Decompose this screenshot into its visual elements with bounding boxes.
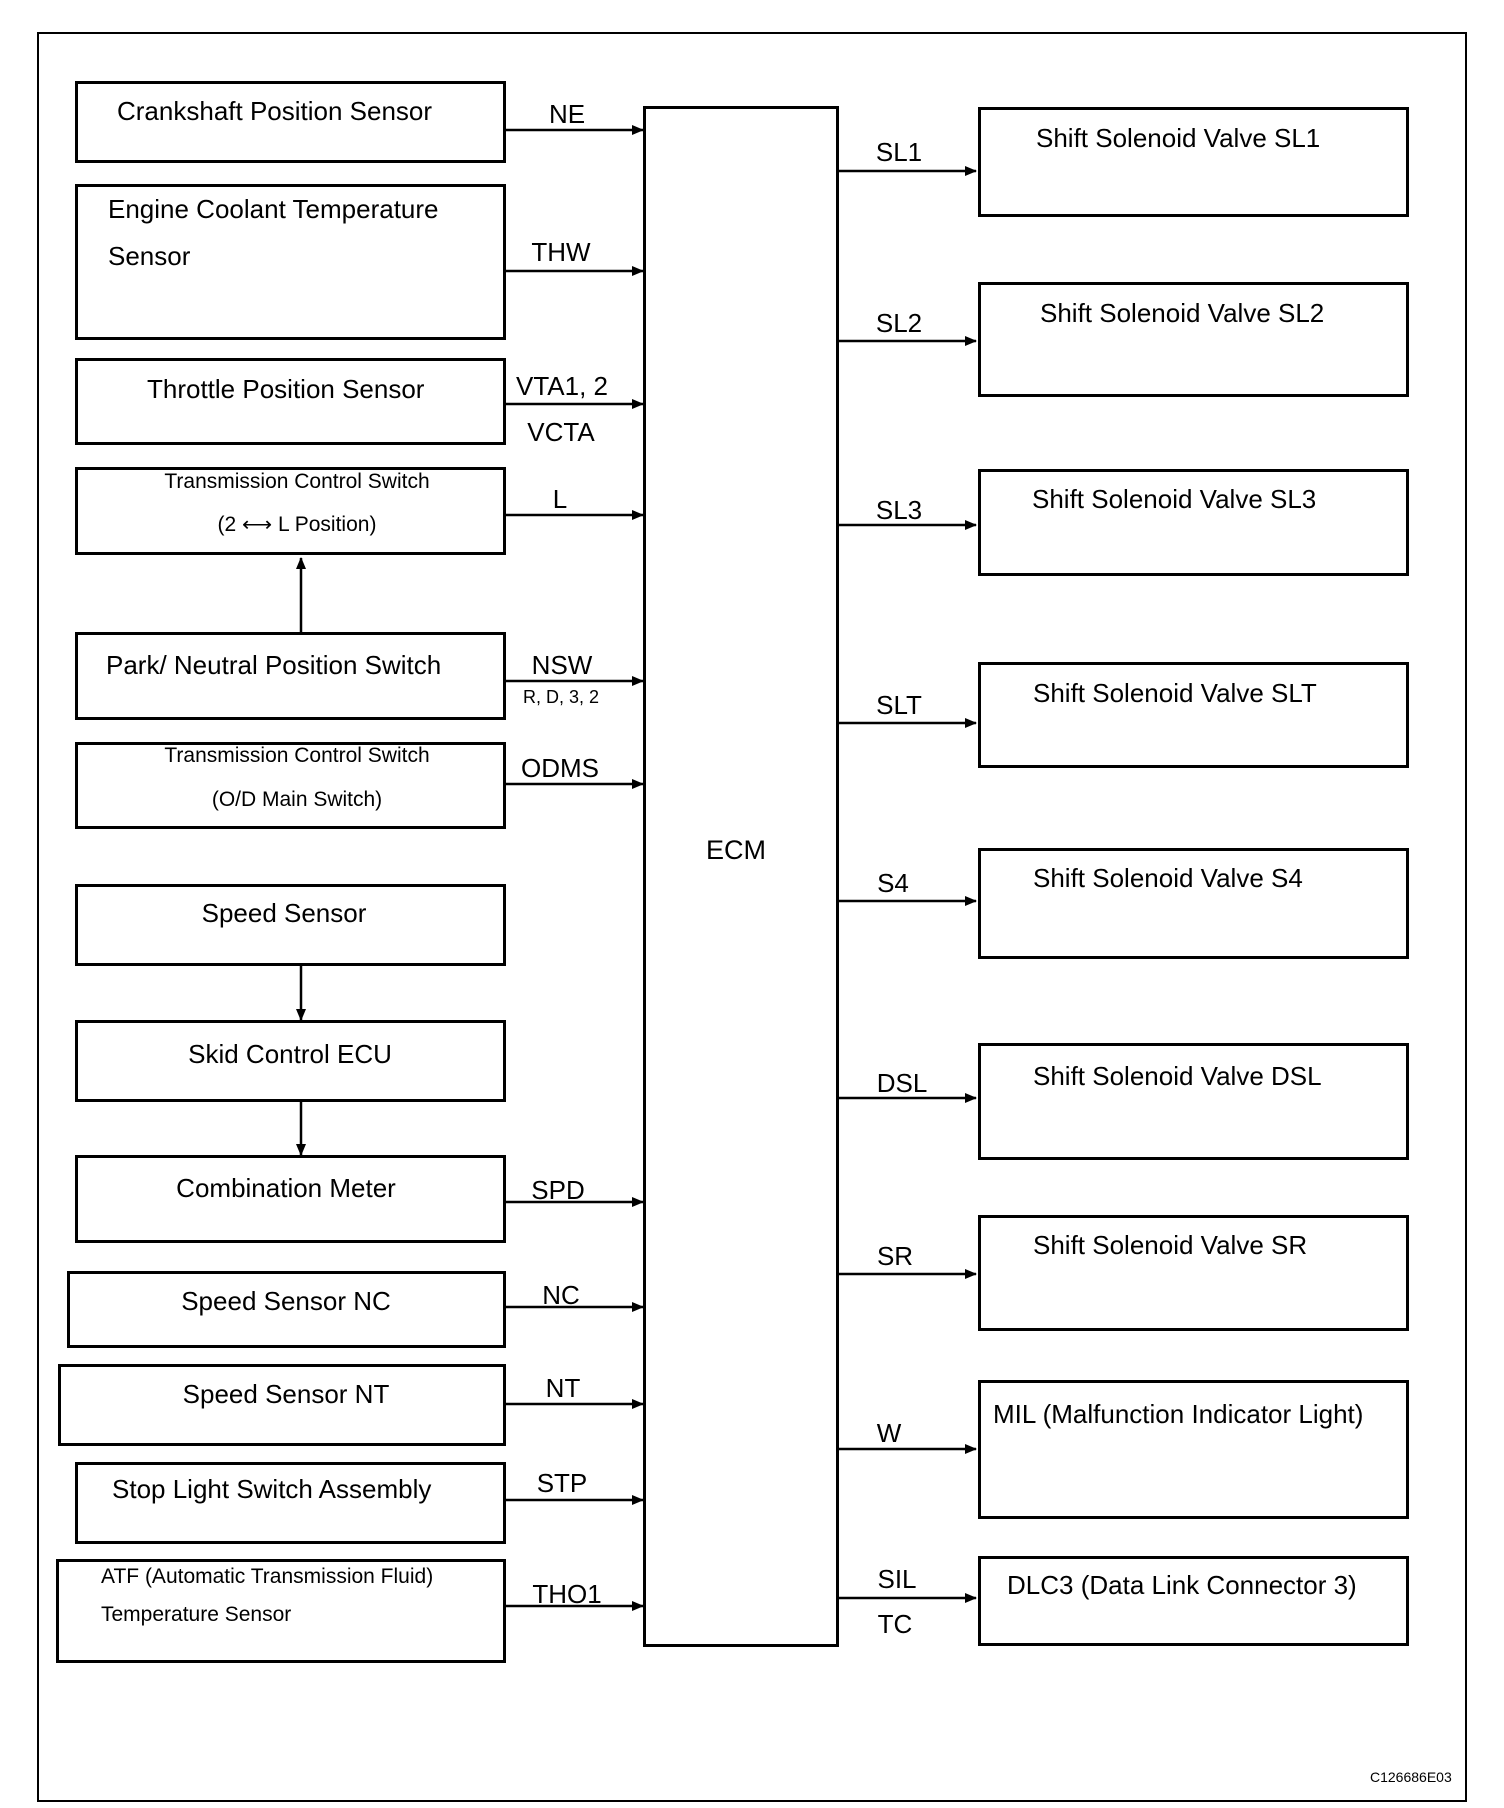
atf-temperature-sensor-box bbox=[56, 1559, 506, 1663]
signal-nsw: NSW bbox=[531, 650, 593, 680]
shift-solenoid-valve-sl1-label: Shift Solenoid Valve SL1 bbox=[1036, 123, 1321, 153]
mil-label: MIL (Malfunction Indicator Light) bbox=[993, 1399, 1364, 1429]
stop-light-switch-assembly-label: Stop Light Switch Assembly bbox=[112, 1474, 432, 1504]
transmission-control-switch-od-label-2: (O/D Main Switch) bbox=[211, 788, 383, 811]
signal-dsl: DSL bbox=[876, 1068, 928, 1098]
skid-control-ecu-label: Skid Control ECU bbox=[188, 1039, 392, 1069]
signal-slt: SLT bbox=[876, 690, 922, 720]
signal-sr: SR bbox=[876, 1241, 914, 1271]
shift-solenoid-valve-sr-label: Shift Solenoid Valve SR bbox=[1033, 1230, 1308, 1260]
park-neutral-position-switch-label: Park/ Neutral Position Switch bbox=[106, 650, 442, 680]
park-neutral-position-switch-box bbox=[75, 632, 506, 720]
shift-solenoid-valve-dsl-box bbox=[978, 1043, 1409, 1160]
transmission-control-switch-l-label-2: (2 ⟷ L Position) bbox=[217, 513, 377, 536]
shift-solenoid-valve-s4-box bbox=[978, 848, 1409, 959]
transmission-control-switch-l-label-1: Transmission Control Switch bbox=[164, 470, 430, 493]
signal-nt: NT bbox=[545, 1373, 581, 1403]
signal-tho1: THO1 bbox=[532, 1579, 602, 1609]
dlc3-label: DLC3 (Data Link Connector 3) bbox=[1007, 1570, 1357, 1600]
speed-sensor-nt-label: Speed Sensor NT bbox=[182, 1379, 390, 1409]
signal-spd: SPD bbox=[531, 1175, 585, 1205]
engine-coolant-temperature-sensor-box bbox=[75, 184, 506, 340]
transmission-control-switch-od-label-1: Transmission Control Switch bbox=[164, 744, 430, 767]
signal-nsw-positions: R, D, 3, 2 bbox=[522, 687, 600, 707]
atf-temperature-sensor-label-2: Temperature Sensor bbox=[101, 1603, 292, 1626]
shift-solenoid-valve-sl2-box bbox=[978, 282, 1409, 397]
speed-sensor-nc-box bbox=[67, 1271, 506, 1348]
signal-w: W bbox=[876, 1418, 902, 1448]
engine-coolant-temperature-sensor-label-2: Sensor bbox=[108, 241, 191, 271]
mil-box bbox=[978, 1380, 1409, 1519]
signal-sl2: SL2 bbox=[875, 308, 923, 338]
shift-solenoid-valve-sl3-box bbox=[978, 469, 1409, 576]
figure-code: C126686E03 bbox=[1370, 1769, 1452, 1785]
signal-tc: TC bbox=[877, 1609, 913, 1639]
shift-solenoid-valve-sl1-box bbox=[978, 107, 1409, 217]
speed-sensor-nt-box bbox=[58, 1364, 506, 1446]
ecm-box bbox=[643, 106, 839, 1647]
signal-stp: STP bbox=[536, 1468, 588, 1498]
signal-vcta: VCTA bbox=[527, 417, 595, 447]
atf-temperature-sensor-label-1: ATF (Automatic Transmission Fluid) bbox=[101, 1565, 434, 1588]
dlc3-box bbox=[978, 1556, 1409, 1646]
shift-solenoid-valve-sr-box bbox=[978, 1215, 1409, 1331]
throttle-position-sensor-label: Throttle Position Sensor bbox=[147, 374, 425, 404]
speed-sensor-box bbox=[75, 884, 506, 966]
stop-light-switch-assembly-box bbox=[75, 1462, 506, 1544]
signal-ne: NE bbox=[548, 99, 586, 129]
shift-solenoid-valve-sl2-label: Shift Solenoid Valve SL2 bbox=[1040, 298, 1325, 328]
shift-solenoid-valve-slt-label: Shift Solenoid Valve SLT bbox=[1033, 678, 1317, 708]
shift-solenoid-valve-slt-box bbox=[978, 662, 1409, 768]
shift-solenoid-valve-s4-label: Shift Solenoid Valve S4 bbox=[1033, 863, 1303, 893]
shift-solenoid-valve-sl3-label: Shift Solenoid Valve SL3 bbox=[1032, 484, 1317, 514]
signal-vta: VTA1, 2 bbox=[515, 371, 609, 401]
skid-control-ecu-box bbox=[75, 1020, 506, 1102]
crankshaft-position-sensor-box bbox=[75, 81, 506, 163]
combination-meter-box bbox=[75, 1155, 506, 1243]
signal-nc: NC bbox=[542, 1280, 580, 1310]
engine-coolant-temperature-sensor-label-1: Engine Coolant Temperature bbox=[108, 194, 439, 224]
signal-sil: SIL bbox=[877, 1564, 917, 1594]
signal-odms: ODMS bbox=[521, 753, 599, 783]
ecm-label: ECM bbox=[706, 835, 766, 865]
transmission-control-switch-od-box bbox=[75, 742, 506, 829]
speed-sensor-label: Speed Sensor bbox=[201, 898, 367, 928]
signal-s4: S4 bbox=[877, 868, 909, 898]
signal-sl1: SL1 bbox=[875, 137, 923, 167]
signal-thw: THW bbox=[531, 237, 591, 267]
throttle-position-sensor-box bbox=[75, 358, 506, 445]
crankshaft-position-sensor-label: Crankshaft Position Sensor bbox=[117, 96, 433, 126]
combination-meter-label: Combination Meter bbox=[176, 1173, 396, 1203]
signal-l: L bbox=[552, 484, 568, 514]
shift-solenoid-valve-dsl-label: Shift Solenoid Valve DSL bbox=[1033, 1061, 1322, 1091]
signal-sl3: SL3 bbox=[875, 495, 923, 525]
diagram-frame bbox=[37, 32, 1467, 1802]
speed-sensor-nc-label: Speed Sensor NC bbox=[181, 1286, 391, 1316]
transmission-control-switch-l-box bbox=[75, 467, 506, 555]
